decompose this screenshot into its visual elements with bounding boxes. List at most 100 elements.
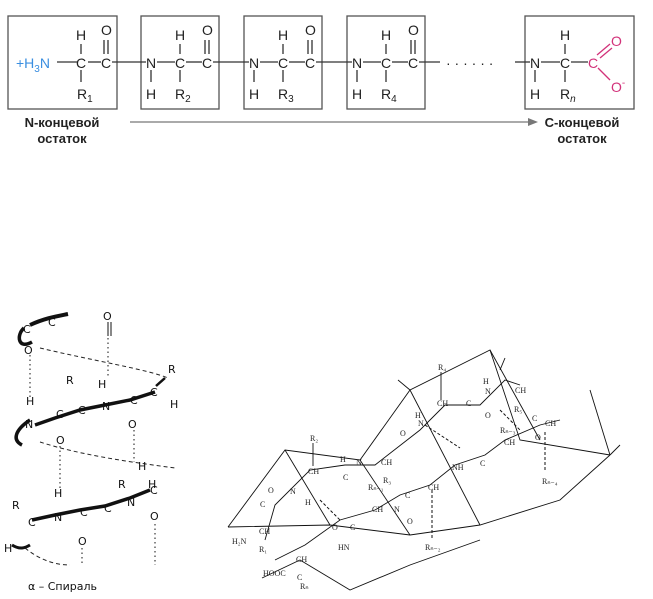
- svg-text:H₂N: H₂N: [232, 537, 247, 546]
- residue-2: N H H C R2 C O: [146, 22, 249, 105]
- svg-text:N: N: [356, 458, 362, 467]
- residue-3: N H H C R3 C O: [249, 22, 352, 105]
- svg-text:C: C: [202, 55, 212, 71]
- svg-text:O: O: [150, 510, 159, 523]
- svg-text:H: H: [54, 487, 62, 500]
- svg-text:H: H: [278, 27, 288, 43]
- svg-text:O: O: [103, 310, 112, 323]
- svg-text:O: O: [101, 22, 112, 38]
- svg-text:O: O: [24, 344, 33, 357]
- svg-text:O: O: [305, 22, 316, 38]
- svg-text:C: C: [101, 55, 111, 71]
- residue-r-label: R2: [175, 86, 191, 105]
- svg-text:C: C: [405, 491, 410, 500]
- svg-text:H: H: [148, 478, 156, 491]
- svg-text:Rₙ₋₄: Rₙ₋₄: [542, 477, 558, 486]
- svg-text:N: N: [394, 505, 400, 514]
- svg-text:O: O: [56, 434, 65, 447]
- svg-text:O: O: [128, 418, 137, 431]
- c-terminal-label-line1: C-концевой: [545, 115, 620, 130]
- svg-text:C: C: [48, 316, 56, 329]
- svg-text:H: H: [530, 86, 540, 102]
- svg-text:C: C: [150, 484, 158, 497]
- svg-text:R: R: [12, 499, 20, 512]
- svg-text:C: C: [480, 459, 485, 468]
- svg-text:R: R: [118, 478, 126, 491]
- svg-text:CH: CH: [381, 458, 392, 467]
- svg-text:N: N: [25, 418, 33, 431]
- svg-text:C: C: [305, 55, 315, 71]
- svg-text:C: C: [28, 516, 36, 529]
- svg-text:CH: CH: [428, 483, 439, 492]
- svg-text:C: C: [150, 386, 158, 399]
- svg-text:H: H: [340, 455, 346, 464]
- svg-text:CH: CH: [545, 419, 556, 428]
- svg-text:H: H: [146, 86, 156, 102]
- svg-text:O: O: [535, 433, 541, 442]
- svg-text:C: C: [104, 502, 112, 515]
- svg-text:N: N: [127, 496, 135, 509]
- svg-text:N: N: [146, 55, 156, 71]
- svg-text:NH: NH: [452, 463, 464, 472]
- svg-text:H: H: [170, 398, 178, 411]
- svg-text:H: H: [138, 460, 146, 473]
- svg-text:CH: CH: [504, 438, 515, 447]
- svg-text:C: C: [76, 55, 86, 71]
- svg-text:HN: HN: [338, 543, 350, 552]
- svg-text:C: C: [532, 414, 537, 423]
- svg-text:H: H: [381, 27, 391, 43]
- svg-text:R: R: [66, 374, 74, 387]
- svg-text:R₃: R₃: [383, 476, 391, 485]
- svg-text:C: C: [381, 55, 391, 71]
- svg-text:H: H: [483, 377, 489, 386]
- svg-text:O: O: [408, 22, 419, 38]
- chain-continuation-dots: · · · · · ·: [446, 55, 493, 71]
- svg-text:H: H: [249, 86, 259, 102]
- svg-text:H: H: [76, 27, 86, 43]
- n-terminal-label-line2: остаток: [37, 131, 87, 146]
- svg-text:C: C: [350, 523, 355, 532]
- svg-text:C: C: [130, 394, 138, 407]
- svg-text:N: N: [54, 511, 62, 524]
- peptide-chain: +H3N H C R1 C O N H H C R2 C O: [7, 15, 635, 146]
- svg-text:CH: CH: [515, 386, 526, 395]
- residue-r-label: Rn: [560, 86, 576, 105]
- svg-text:O: O: [202, 22, 213, 38]
- svg-text:N: N: [418, 419, 424, 428]
- svg-text:C: C: [278, 55, 288, 71]
- svg-text:O: O: [78, 535, 87, 548]
- svg-text:O: O: [268, 486, 274, 495]
- svg-text:H: H: [4, 542, 12, 555]
- svg-text:CH: CH: [308, 467, 319, 476]
- residue-r-label: R1: [77, 86, 93, 105]
- svg-text:O: O: [400, 429, 406, 438]
- svg-text:Rₙ₋₁: Rₙ₋₁: [368, 483, 384, 492]
- svg-text:C: C: [343, 473, 348, 482]
- svg-text:H: H: [26, 395, 34, 408]
- helix-caption: α – Спираль: [28, 580, 97, 593]
- svg-text:CH: CH: [296, 555, 307, 564]
- svg-text:CH: CH: [437, 399, 448, 408]
- svg-text:N: N: [485, 387, 491, 396]
- svg-text:N: N: [102, 400, 110, 413]
- svg-text:R₅: R₅: [514, 405, 522, 414]
- svg-text:H: H: [98, 378, 106, 391]
- svg-text:C: C: [297, 573, 302, 582]
- svg-text:Rₙ₋₂: Rₙ₋₂: [425, 543, 441, 552]
- svg-text:CH: CH: [372, 505, 383, 514]
- svg-text:O: O: [485, 411, 491, 420]
- svg-text:H: H: [305, 498, 311, 507]
- svg-text:C: C: [560, 55, 570, 71]
- alpha-helix: C C O O R H R H H N C C N C C O O H H R …: [4, 310, 178, 593]
- svg-text:C: C: [56, 408, 64, 421]
- svg-text:C: C: [23, 323, 31, 336]
- svg-text:C: C: [80, 506, 88, 519]
- svg-text:N: N: [352, 55, 362, 71]
- svg-text:H: H: [415, 411, 421, 420]
- residue-4: N H H C R4 C O: [352, 22, 440, 105]
- residue-r-label: R3: [278, 86, 294, 105]
- n-terminus-plus-h: +H3N: [16, 55, 50, 75]
- svg-text:C: C: [408, 55, 418, 71]
- svg-text:H: H: [175, 27, 185, 43]
